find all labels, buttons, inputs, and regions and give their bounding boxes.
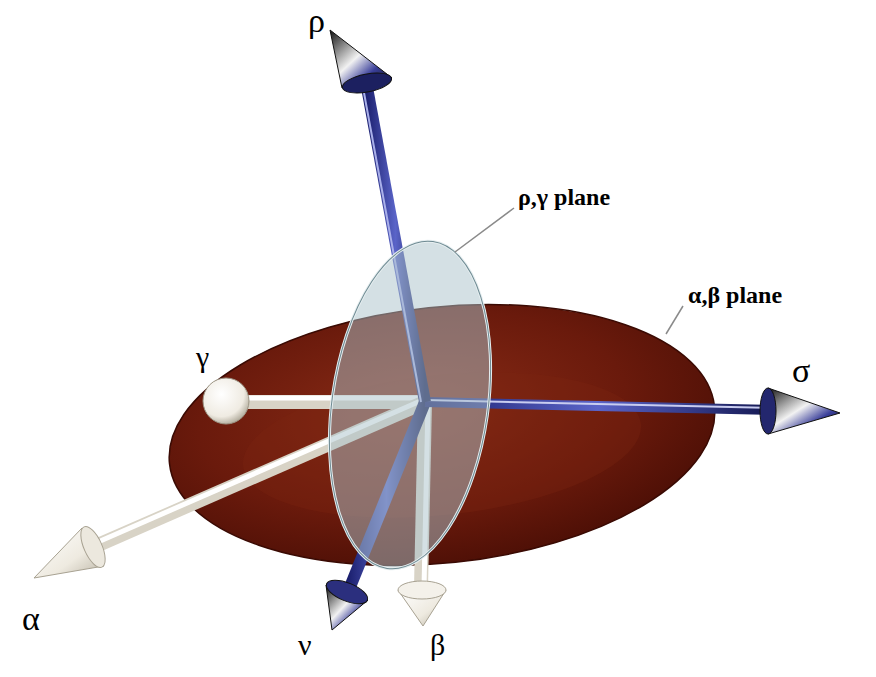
axis-label: σ [792,352,810,389]
leader-line [666,306,683,334]
rho-head-base [341,69,394,96]
alpha-head-base [76,523,110,571]
leader-line [455,208,514,252]
axis-label: γ [196,340,209,373]
plane-label: ρ,γ plane [518,184,610,210]
axis-label: ρ [308,2,325,39]
beta-head-base [398,581,446,599]
nu-head-base [323,575,371,608]
rho-gamma-plane-edge [310,231,510,579]
sigma-head-base [760,388,776,434]
axis-label: β [430,628,445,661]
plane-label: α,β plane [688,282,782,308]
gamma-head [203,378,249,424]
axis-label: α [22,600,40,637]
sigma-head [768,388,840,434]
axis-label: ν [298,628,312,661]
rho-gamma-plane [310,231,510,579]
